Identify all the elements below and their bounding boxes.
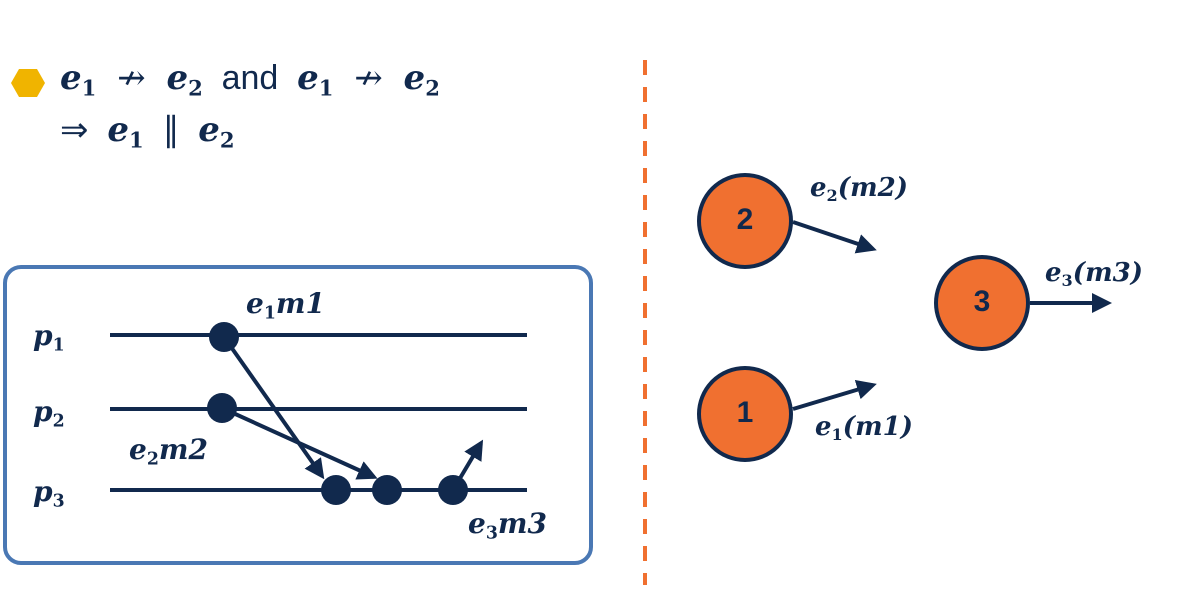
node-1-circle <box>697 366 793 462</box>
event-label-e1m1: e1m1 <box>246 287 326 324</box>
hexagon-bullet-icon <box>11 69 45 97</box>
event-recv-m2 <box>372 475 402 505</box>
statement-line-2: ⇒ e1 ∥ e2 <box>60 110 235 153</box>
message-arrow-m1 <box>222 335 325 480</box>
process-label-p1: p1 <box>33 319 65 356</box>
event-e2 <box>207 393 237 423</box>
node-3-message-label: e3(m3) <box>1045 258 1143 291</box>
event-e1 <box>209 322 239 352</box>
not-happens-before-arrow-2: ↛ <box>354 58 383 98</box>
statement-line-1: e1 ↛ e2 and e1 ↛ e2 <box>60 58 440 101</box>
node-3-number: 3 <box>973 285 991 318</box>
node-2-circle <box>697 173 793 269</box>
message-arrow-m2 <box>221 406 378 480</box>
not-happens-before-arrow: ↛ <box>117 58 146 98</box>
event-label-e2m2: e2m2 <box>129 433 209 470</box>
node-2-message-label: e2(m2) <box>810 173 908 206</box>
process-label-p3: p3 <box>33 475 65 512</box>
spacetime-box <box>3 265 593 565</box>
process-label-p2: p2 <box>33 395 65 432</box>
node-1-message-label: e1(m1) <box>815 412 913 445</box>
node-2-arrow <box>792 220 877 254</box>
event-e3 <box>438 475 468 505</box>
node-2-number: 2 <box>736 203 754 236</box>
node-3-circle <box>934 255 1030 351</box>
event-recv-m1 <box>321 475 351 505</box>
event-label-e3m3: e3m3 <box>468 507 548 544</box>
node-1-arrow <box>792 380 877 411</box>
node-1-number: 1 <box>736 396 754 429</box>
